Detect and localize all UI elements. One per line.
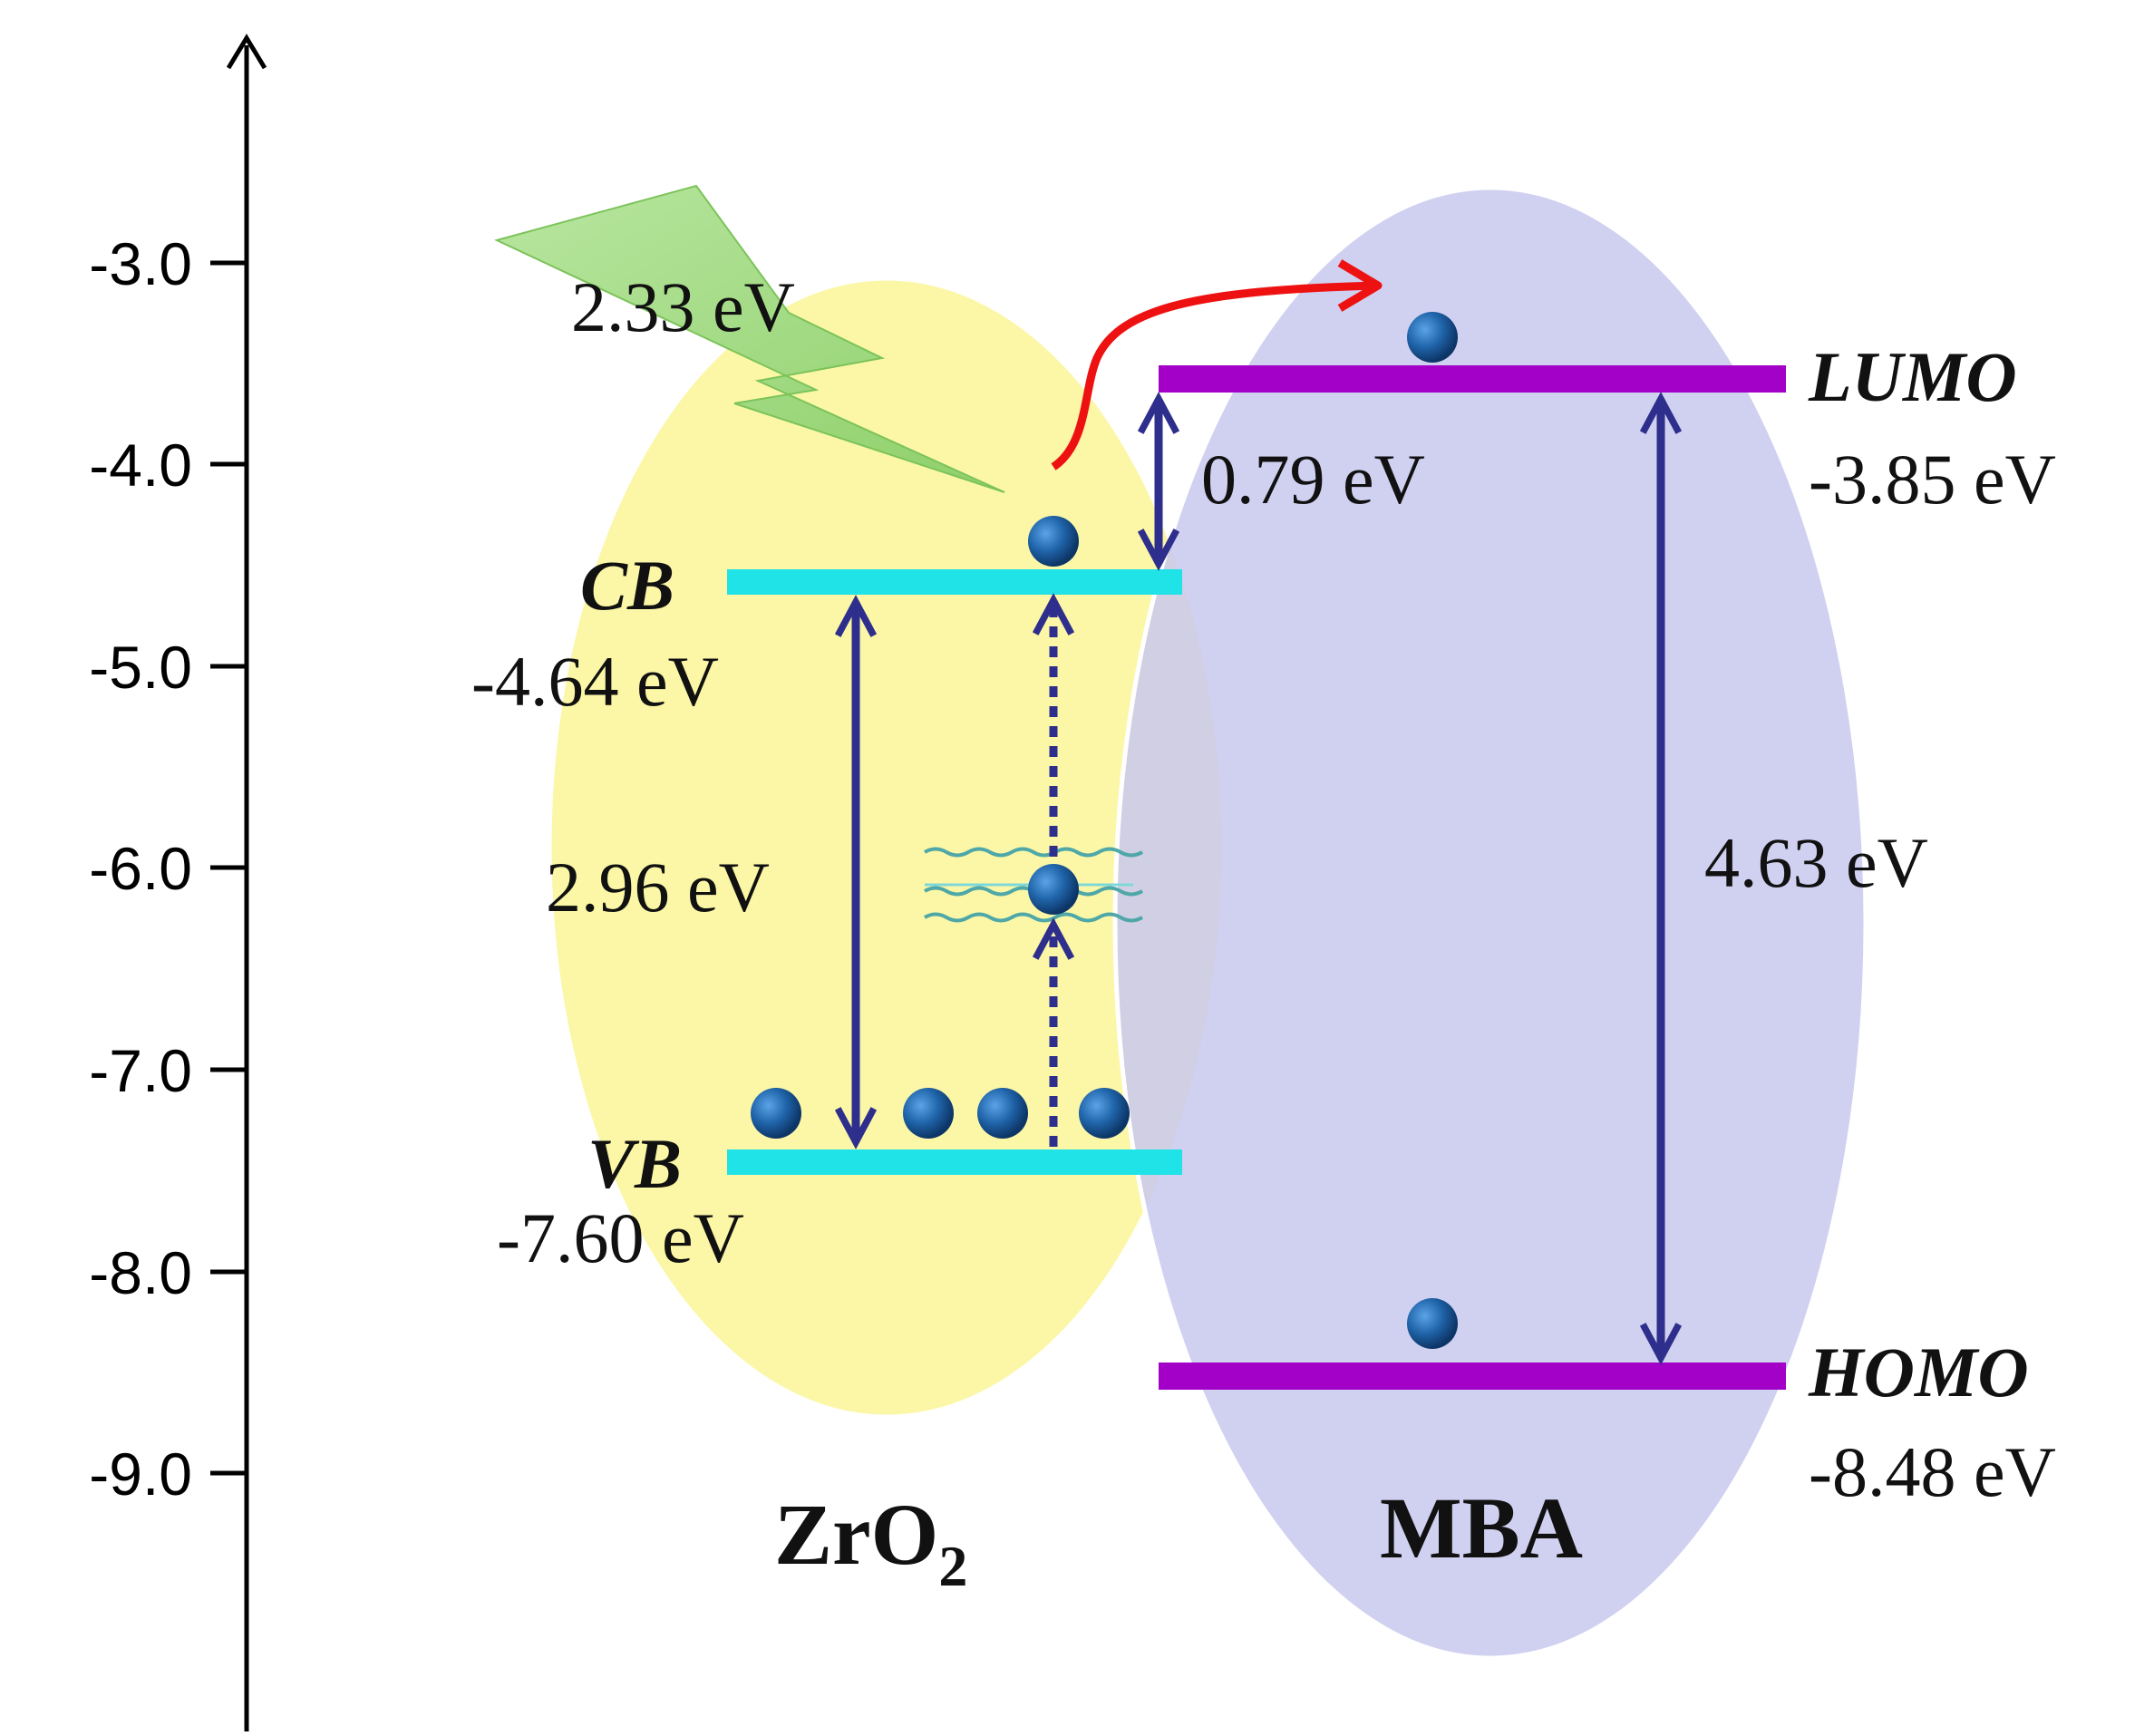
mba-region [1112, 185, 1868, 1661]
vb-label: VB [587, 1124, 682, 1203]
electron-transfer-arrowhead [1337, 259, 1383, 312]
vb-level [727, 1149, 1182, 1175]
electron-icon [903, 1088, 954, 1139]
zro2-name: ZrO2 [774, 1486, 967, 1598]
mba-name: MBA [1380, 1479, 1583, 1576]
tick-label: -5.0 [89, 634, 192, 701]
electron-icon [977, 1088, 1028, 1139]
electrons [751, 312, 1458, 1349]
cb-value: -4.64 eV [471, 642, 719, 721]
energy-axis-arrowhead [226, 34, 267, 70]
light-bolt-icon [494, 184, 1005, 493]
light-energy-label: 2.33 eV [571, 267, 795, 346]
tick-label: -3.0 [89, 230, 192, 297]
tick-label: -7.0 [89, 1037, 192, 1104]
electron-icon [1079, 1088, 1130, 1139]
lumo-level [1159, 365, 1786, 393]
electron-transfer-arrow [1051, 281, 1379, 470]
cb-label: CB [580, 546, 674, 625]
axis-ticks [210, 260, 247, 1476]
zro2-gap-label: 2.96 eV [546, 848, 770, 926]
lumo-label: LUMO [1808, 337, 2017, 416]
homo-value: -8.48 eV [1809, 1432, 2056, 1511]
tick-label: -8.0 [89, 1239, 192, 1306]
cb-level [727, 569, 1182, 595]
mba-gap-label: 4.63 eV [1704, 823, 1928, 902]
electron-icon [1028, 864, 1079, 915]
lumo-cb-offset-label: 0.79 eV [1201, 440, 1425, 519]
trap-levels [923, 847, 1144, 923]
tick-label: -4.0 [89, 432, 192, 499]
electron-icon [1407, 1298, 1458, 1349]
tick-label: -9.0 [89, 1440, 192, 1508]
tick-label: -6.0 [89, 835, 192, 902]
vb-value: -7.60 eV [497, 1198, 744, 1277]
electron-icon [1407, 312, 1458, 363]
homo-label: HOMO [1808, 1333, 2029, 1411]
electron-icon [751, 1088, 801, 1139]
lumo-value: -3.85 eV [1809, 440, 2056, 519]
electron-icon [1028, 516, 1079, 567]
homo-level [1159, 1363, 1786, 1390]
